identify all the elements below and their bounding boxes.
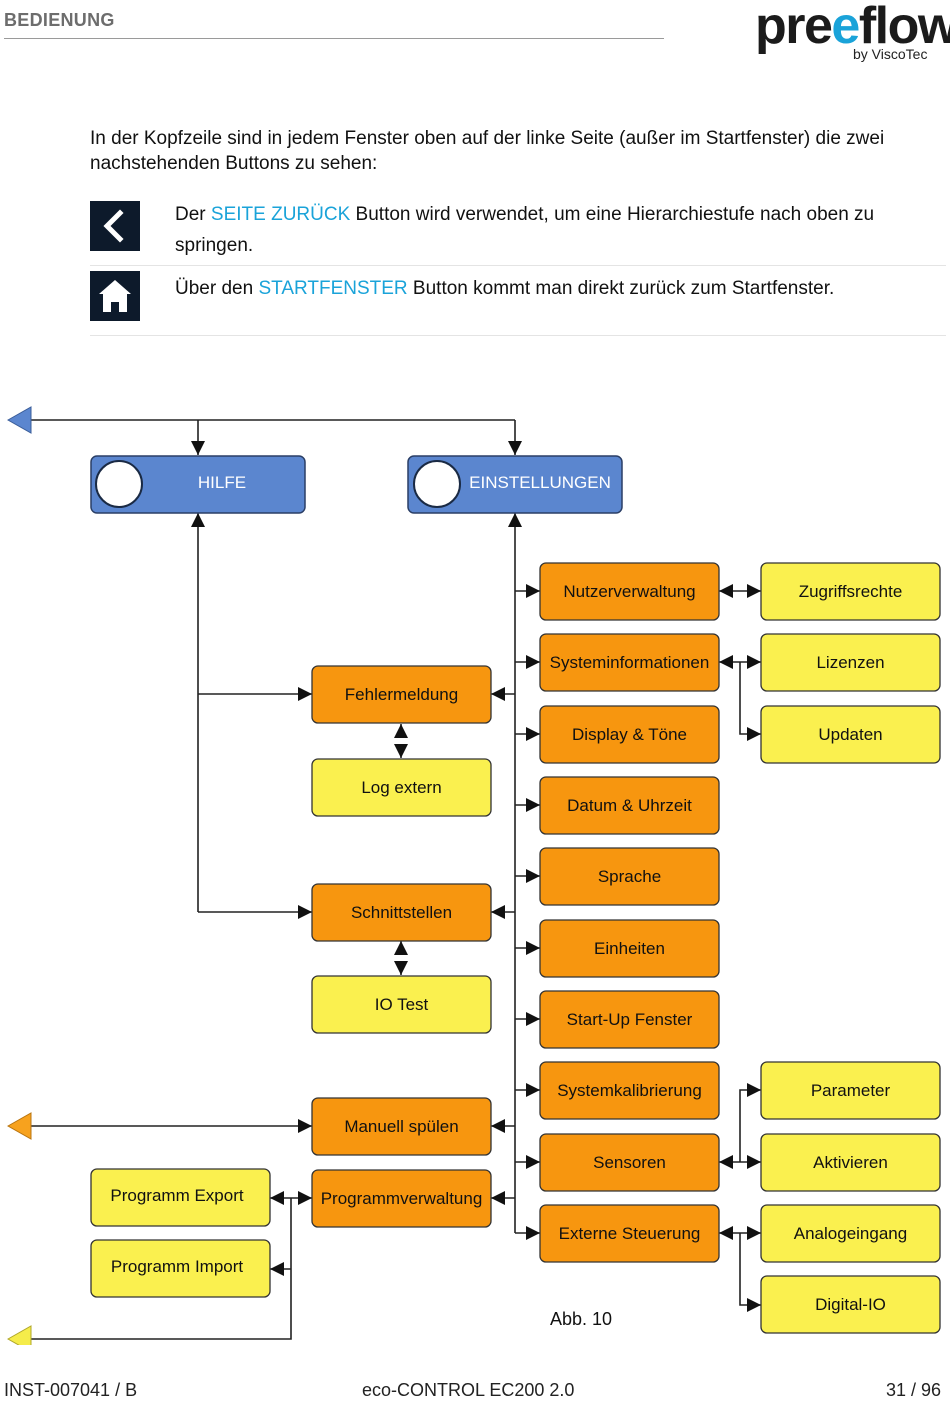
svg-text:Display & Töne: Display & Töne (572, 725, 687, 744)
svg-text:Nutzerverwaltung: Nutzerverwaltung (563, 582, 695, 601)
keyword-startfenster: STARTFENSTER (258, 278, 408, 299)
svg-text:Analogeingang: Analogeingang (794, 1224, 907, 1243)
box-sensoren: Sensoren (539, 1133, 720, 1192)
box-lizenzen: Lizenzen (760, 633, 941, 692)
svg-text:Zugriffsrechte: Zugriffsrechte (799, 582, 903, 601)
svg-text:Systemkalibrierung: Systemkalibrierung (557, 1081, 702, 1100)
svg-text:Lizenzen: Lizenzen (816, 653, 884, 672)
svg-text:Programm Import: Programm Import (111, 1257, 244, 1276)
svg-text:Einheiten: Einheiten (594, 939, 665, 958)
svg-text:IO Test: IO Test (375, 995, 429, 1014)
preeflow-logo: preeflow by ViscoTec (755, 0, 950, 66)
button-row-back: Der SEITE ZURÜCK Button wird verwendet, … (90, 192, 946, 266)
hilfe-button: HILFE (90, 455, 306, 514)
svg-text:Datum & Uhrzeit: Datum & Uhrzeit (567, 796, 692, 815)
box-log-extern: Log extern (311, 758, 492, 817)
button-row-home: Über den STARTFENSTER Button kommt man d… (90, 266, 946, 336)
svg-text:Fehlermeldung: Fehlermeldung (345, 685, 458, 704)
box-analogeingang: Analogeingang (760, 1204, 941, 1263)
box-systeminformationen: Systeminformationen (539, 633, 720, 692)
orange-arrow-icon (6, 1112, 32, 1140)
back-button-description: Der SEITE ZURÜCK Button wird verwendet, … (175, 204, 875, 256)
svg-text:Start-Up Fenster: Start-Up Fenster (567, 1010, 693, 1029)
box-systemkalibrierung: Systemkalibrierung (539, 1061, 720, 1120)
box-parameter: Parameter (760, 1061, 941, 1120)
einstellungen-label: EINSTELLUNGEN (469, 473, 611, 492)
box-fehlermeldung: Fehlermeldung (311, 665, 492, 724)
header-divider (4, 38, 664, 39)
intro-paragraph: In der Kopfzeile sind in jedem Fenster o… (90, 128, 885, 174)
box-schnittstellen: Schnittstellen (311, 883, 492, 942)
circle-icon (413, 460, 461, 508)
box-io-test: IO Test (311, 975, 492, 1034)
box-sprache: Sprache (539, 847, 720, 906)
box-einheiten: Einheiten (539, 919, 720, 978)
footer-doc-number: INST-007041 / B (4, 1380, 138, 1400)
home-icon (90, 271, 140, 321)
keyword-seite-zurueck: SEITE ZURÜCK (210, 204, 351, 225)
section-title: BEDIENUNG (4, 10, 115, 30)
svg-text:Sprache: Sprache (598, 867, 661, 886)
box-programm-import: Programm Import (90, 1239, 271, 1298)
blue-arrow-icon (6, 406, 32, 434)
box-aktivieren: Aktivieren (760, 1133, 941, 1192)
svg-text:Manuell spülen: Manuell spülen (344, 1117, 458, 1136)
footer-page-number: 31 / 96 (886, 1380, 942, 1400)
svg-text:Programmverwaltung: Programmverwaltung (321, 1189, 483, 1208)
menu-structure-diagram: HILFE EINSTELLUNGEN Nutzerverwaltung Sys… (6, 406, 941, 1345)
svg-text:Log extern: Log extern (361, 778, 441, 797)
svg-text:Parameter: Parameter (811, 1081, 891, 1100)
box-externe-steuerung: Externe Steuerung (539, 1204, 720, 1263)
logo-subtitle: by ViscoTec (853, 46, 928, 62)
box-programmverwaltung: Programmverwaltung (311, 1169, 492, 1228)
figure-caption: Abb. 10 (550, 1309, 612, 1329)
home-button-description: Über den STARTFENSTER Button kommt man d… (175, 278, 835, 299)
box-programm-export: Programm Export (90, 1168, 271, 1227)
svg-text:Digital-IO: Digital-IO (815, 1295, 886, 1314)
box-digital-io: Digital-IO (760, 1275, 941, 1334)
svg-text:Systeminformationen: Systeminformationen (550, 653, 710, 672)
box-zugriffsrechte: Zugriffsrechte (760, 562, 941, 621)
circle-icon (95, 460, 143, 508)
hilfe-label: HILFE (198, 473, 246, 492)
svg-text:Schnittstellen: Schnittstellen (351, 903, 452, 922)
box-nutzerverwaltung: Nutzerverwaltung (539, 562, 720, 621)
logo-wordmark: preeflow (755, 0, 950, 55)
connector-lines (30, 419, 761, 1340)
svg-text:Sensoren: Sensoren (593, 1153, 666, 1172)
yellow-arrow-icon (6, 1325, 32, 1345)
svg-text:Programm Export: Programm Export (110, 1186, 243, 1205)
box-datum-uhrzeit: Datum & Uhrzeit (539, 776, 720, 835)
box-display-toene: Display & Töne (539, 705, 720, 764)
footer-product: eco-CONTROL EC200 2.0 (362, 1380, 575, 1400)
chevron-left-icon (90, 201, 140, 251)
box-startup-fenster: Start-Up Fenster (539, 990, 720, 1049)
box-updaten: Updaten (760, 705, 941, 764)
svg-text:Updaten: Updaten (818, 725, 882, 744)
svg-text:Aktivieren: Aktivieren (813, 1153, 888, 1172)
svg-text:Externe Steuerung: Externe Steuerung (559, 1224, 701, 1243)
einstellungen-button: EINSTELLUNGEN (407, 455, 623, 514)
box-manuell-spuelen: Manuell spülen (311, 1097, 492, 1156)
